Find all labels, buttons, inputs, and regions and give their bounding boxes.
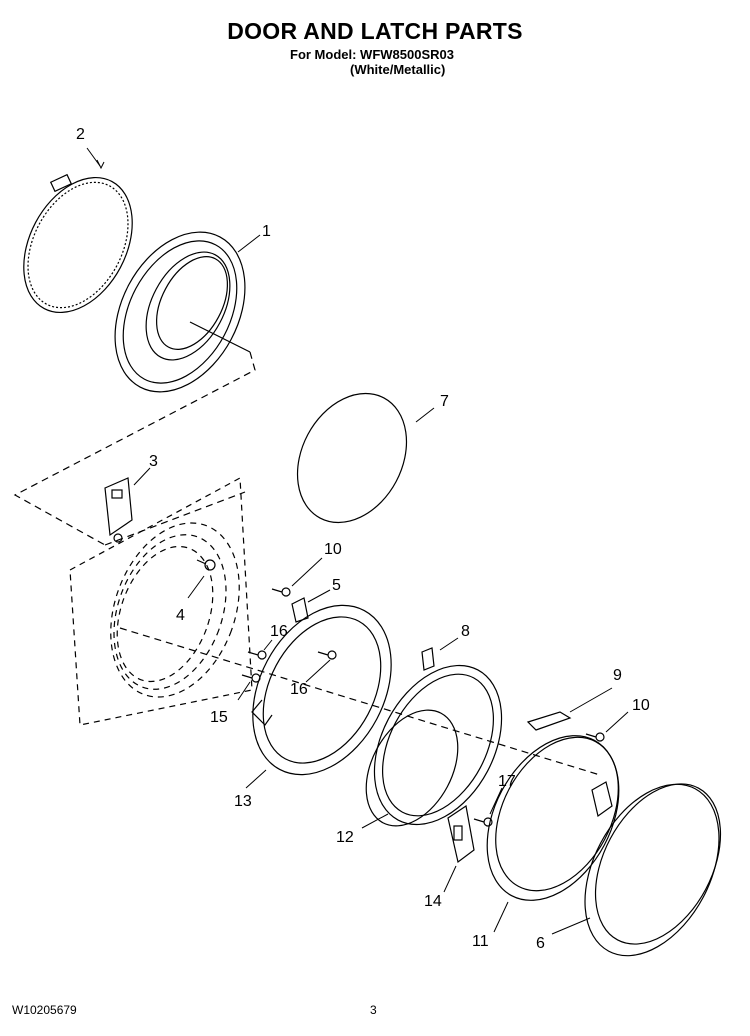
callout-12: 12 <box>336 829 354 846</box>
page-title: DOOR AND LATCH PARTS <box>227 18 523 44</box>
callouts: 2 1 3 4 10 5 7 8 9 10 16 16 15 13 12 17 … <box>76 126 650 952</box>
model-info: For Model: WFW8500SR03 (White/Metallic) <box>290 47 454 77</box>
alignment-lines <box>13 351 601 776</box>
small-screws <box>241 587 605 827</box>
front-panel-outline <box>69 477 253 726</box>
callout-15: 15 <box>210 709 228 726</box>
part-1-bellows <box>114 231 251 393</box>
callout-4: 4 <box>176 607 185 624</box>
part-7-ring <box>296 392 408 524</box>
part-12-glass-bowl <box>365 664 503 827</box>
callout-2: 2 <box>76 126 85 143</box>
part-8-strike <box>421 647 435 671</box>
callout-8: 8 <box>461 623 470 640</box>
part-9-handle-plate <box>526 711 572 731</box>
part-11-outer-door <box>486 735 620 901</box>
callout-10-top: 10 <box>324 541 342 558</box>
document-number: W10205679 <box>12 1003 77 1017</box>
callout-5: 5 <box>332 577 341 594</box>
page-number: 3 <box>370 1003 377 1017</box>
color-line: (White/Metallic) <box>350 62 446 77</box>
callout-1: 1 <box>262 223 271 240</box>
part-2-clamp <box>23 173 133 314</box>
callout-17: 17 <box>498 773 516 790</box>
callout-6: 6 <box>536 935 545 952</box>
callout-9: 9 <box>613 667 622 684</box>
part-14-latch <box>447 804 475 864</box>
callout-11: 11 <box>472 933 489 950</box>
leader-lines <box>86 147 629 935</box>
part-3-hinge <box>104 477 133 543</box>
model-line: For Model: WFW8500SR03 <box>290 47 454 62</box>
part-13-inner-frame <box>251 604 392 776</box>
callout-7: 7 <box>440 393 449 410</box>
callout-13: 13 <box>234 793 252 810</box>
callout-16-left: 16 <box>270 623 288 640</box>
callout-14: 14 <box>424 893 442 910</box>
part-4-screw <box>196 559 216 571</box>
callout-10-bottom: 10 <box>632 697 650 714</box>
part-6-trim-ring <box>584 783 722 957</box>
callout-3: 3 <box>149 453 158 470</box>
part-5-clip <box>291 597 309 623</box>
callout-16-right: 16 <box>290 681 308 698</box>
